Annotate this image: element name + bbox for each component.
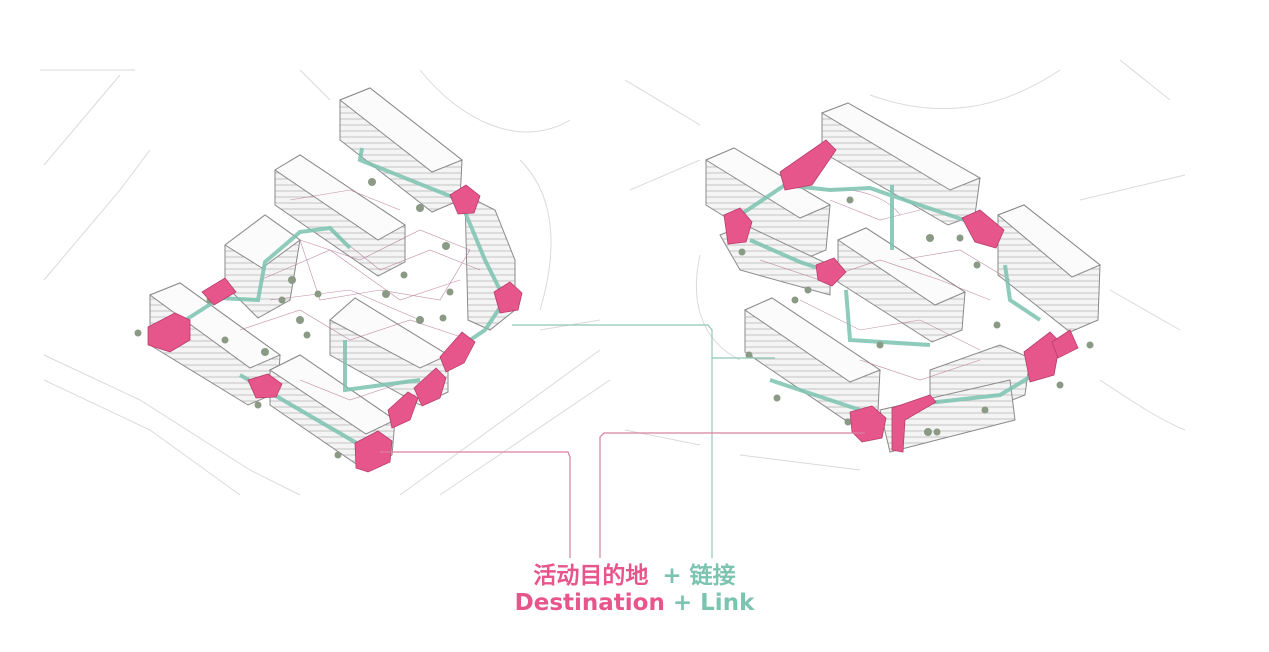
destination-marker	[723, 207, 753, 245]
legend-destination-cn: 活动目的地	[533, 563, 649, 589]
destination-marker	[147, 312, 191, 353]
buildings-right	[704, 102, 1101, 453]
path-web-left	[239, 189, 481, 401]
destination-marker	[387, 391, 419, 429]
legend-english: Destination + Link	[0, 590, 1269, 616]
leader-line-destination-right	[599, 432, 865, 558]
legend-plus-en: +	[672, 590, 693, 616]
legend-link-cn: 链接	[689, 563, 736, 589]
leader-line-destination-left	[380, 451, 571, 558]
road-lines-left	[40, 69, 611, 496]
destination-marker	[354, 430, 393, 473]
site-plan-right	[624, 59, 1186, 471]
leader-line-link-left	[512, 324, 713, 558]
destination-marker	[891, 394, 937, 453]
legend-destination-en: Destination	[514, 590, 665, 616]
destination-marker	[413, 367, 447, 407]
destination-marker	[1051, 329, 1079, 359]
trees-right	[738, 196, 1094, 436]
destination-marker	[439, 331, 476, 373]
destination-marker	[815, 257, 847, 287]
destination-marker	[1023, 331, 1061, 383]
destination-marker	[493, 281, 523, 314]
destination-marker	[779, 139, 837, 191]
trees-left	[134, 178, 454, 459]
destination-marker	[449, 184, 481, 215]
legend-plus-cn: +	[662, 563, 682, 589]
legend-link-en: Link	[700, 590, 755, 616]
destinations-left	[147, 184, 523, 473]
destination-marker	[247, 373, 283, 399]
legend-chinese: 活动目的地 + 链接	[0, 556, 1269, 590]
road-lines-right	[624, 59, 1186, 471]
buildings-left	[148, 87, 516, 471]
site-plan-left	[40, 69, 611, 496]
destination-marker	[201, 277, 237, 306]
destination-marker	[961, 209, 1005, 249]
leader-lines	[380, 324, 865, 558]
